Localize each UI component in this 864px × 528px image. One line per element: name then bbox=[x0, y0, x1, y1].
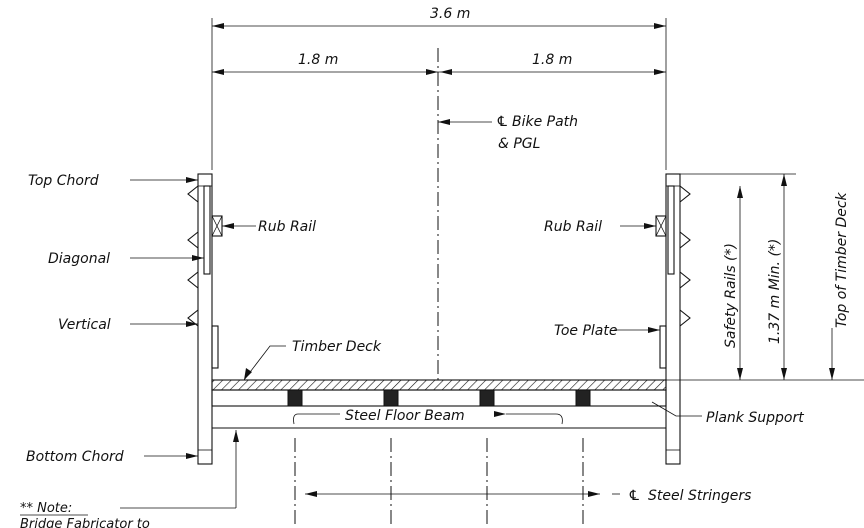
height-dimensions: Safety Rails (*) 1.37 m Min. (*) Top of … bbox=[666, 173, 864, 381]
timber-deck-callout: Timber Deck bbox=[243, 339, 382, 381]
stringer-3 bbox=[479, 389, 495, 407]
safety-rails-label: Safety Rails (*) bbox=[723, 243, 739, 348]
bike-path-cl-symbol: ℄ bbox=[496, 114, 509, 130]
steel-floor-beam-label: Steel Floor Beam bbox=[345, 408, 465, 424]
steel-stringers-cl-symbol: ℄ bbox=[628, 488, 641, 504]
left-callouts: Top Chord Rub Rail Diagonal Vertical Bot… bbox=[26, 173, 316, 465]
top-of-deck-label: Top of Timber Deck bbox=[834, 191, 850, 328]
half-width-dimensions: 1.8 m 1.8 m bbox=[212, 52, 666, 75]
steel-floor-beam-callout: Steel Floor Beam bbox=[293, 408, 563, 425]
fabricator-note: ** Note: Bridge Fabricator to bbox=[20, 430, 239, 528]
steel-stringers-label: Steel Stringers bbox=[648, 488, 751, 504]
overall-width-label: 3.6 m bbox=[430, 6, 470, 22]
note-text: Bridge Fabricator to bbox=[20, 517, 150, 528]
stringer-4 bbox=[575, 389, 591, 407]
plank-support-label: Plank Support bbox=[706, 410, 804, 426]
toe-plate-label: Toe Plate bbox=[554, 323, 617, 339]
stringer-centerlines bbox=[294, 438, 600, 528]
diagonal-label: Diagonal bbox=[48, 251, 110, 267]
top-chord-label: Top Chord bbox=[28, 173, 99, 189]
note-title: ** Note: bbox=[20, 501, 72, 516]
right-truss bbox=[655, 173, 691, 465]
deck-and-floor-system bbox=[211, 379, 667, 429]
stringer-1 bbox=[287, 389, 303, 407]
stringer-2 bbox=[383, 389, 399, 407]
plank-support-layer bbox=[211, 389, 667, 407]
timber-deck bbox=[211, 379, 667, 391]
vertical-label: Vertical bbox=[58, 317, 111, 333]
min-height-label: 1.37 m Min. (*) bbox=[767, 239, 783, 344]
bike-path-centerline: ℄ Bike Path & PGL bbox=[437, 48, 578, 380]
left-truss bbox=[187, 173, 223, 465]
right-callouts: Rub Rail Toe Plate Plank Support ℄ Steel… bbox=[544, 219, 804, 504]
rub-rail-left-label: Rub Rail bbox=[258, 219, 316, 235]
left-half-width-label: 1.8 m bbox=[298, 52, 338, 68]
pgl-label: & PGL bbox=[498, 136, 540, 152]
rub-rail-right-label: Rub Rail bbox=[544, 219, 602, 235]
timber-deck-label: Timber Deck bbox=[292, 339, 382, 355]
bike-path-label: Bike Path bbox=[512, 114, 578, 130]
bottom-chord-label: Bottom Chord bbox=[26, 449, 124, 465]
right-half-width-label: 1.8 m bbox=[532, 52, 572, 68]
overall-width-dimension: 3.6 m bbox=[211, 6, 667, 170]
